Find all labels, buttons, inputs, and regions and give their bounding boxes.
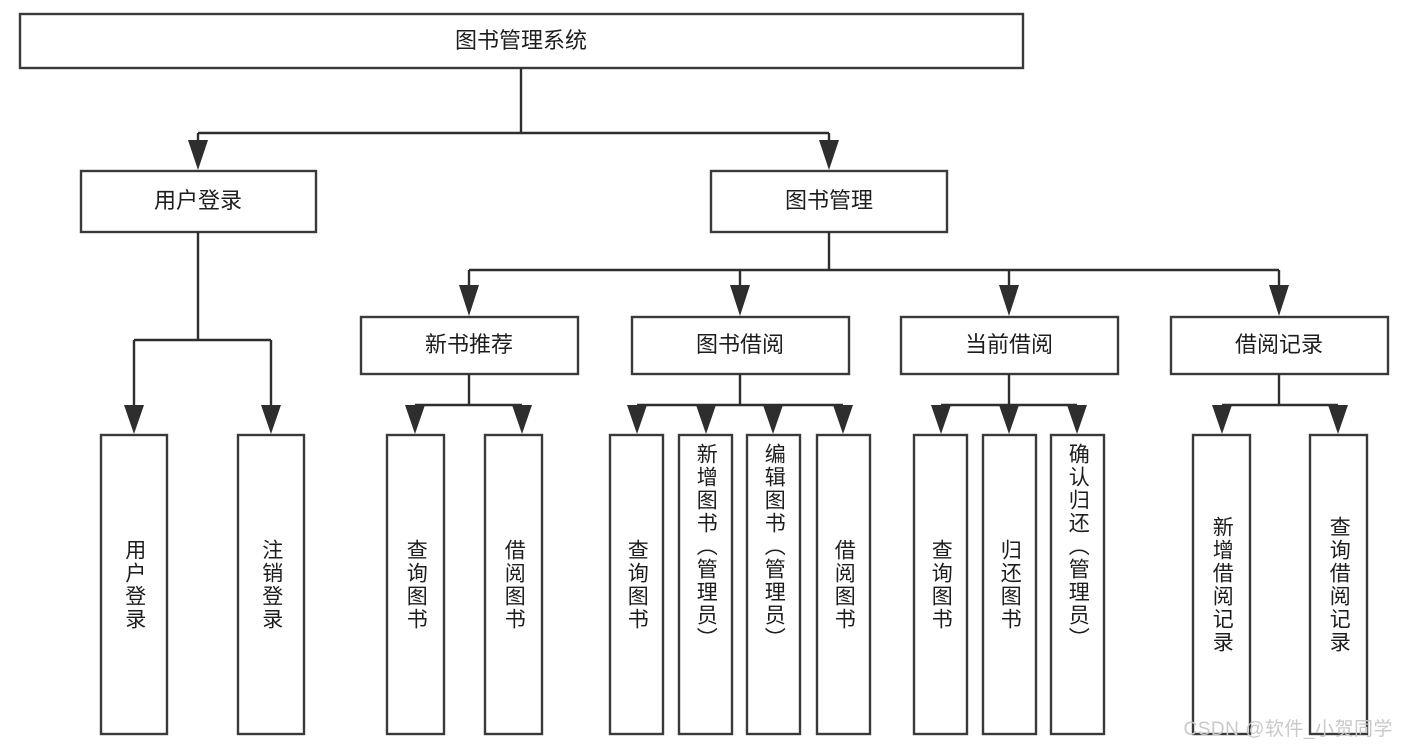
- leaf-box-current-query[interactable]: [912, 433, 969, 736]
- arrowhead-user-login: [188, 140, 208, 170]
- node-new-book-recommend-label: 新书推荐: [425, 332, 513, 357]
- arrowhead-bookborrow-leaf4: [833, 405, 853, 434]
- node-user-login[interactable]: 用户登录: [79, 169, 318, 234]
- node-book-manage-label: 图书管理: [785, 188, 873, 213]
- arrowhead-bookborrow-leaf3: [763, 405, 783, 434]
- leaf-box-newbook-borrow[interactable]: [483, 433, 544, 736]
- arrowhead-book-manage: [819, 140, 839, 170]
- leaf-box-newbook-query[interactable]: [385, 433, 446, 736]
- arrowhead-borrowrecord-leaf1: [1212, 405, 1232, 434]
- node-root-label: 图书管理系统: [455, 28, 587, 53]
- leaf-box-borrow-add[interactable]: [677, 433, 734, 736]
- node-user-login-label: 用户登录: [154, 188, 242, 213]
- node-book-manage[interactable]: 图书管理: [709, 169, 949, 234]
- node-book-borrow[interactable]: 图书借阅: [630, 315, 851, 376]
- leaf-box-borrow-query[interactable]: [608, 433, 665, 736]
- arrowhead-bookborrow-leaf2: [696, 405, 716, 434]
- node-borrow-record[interactable]: 借阅记录: [1169, 315, 1390, 376]
- node-current-borrow-label: 当前借阅: [965, 332, 1053, 357]
- arrowhead-currentborrow-leaf3: [1067, 405, 1087, 434]
- arrowhead-currentborrow-leaf1: [931, 405, 951, 434]
- node-root[interactable]: 图书管理系统: [18, 12, 1025, 70]
- arrowhead-borrowrecord: [1269, 285, 1289, 316]
- arrowhead-newbook-leaf1: [405, 405, 425, 434]
- node-book-borrow-label: 图书借阅: [696, 332, 784, 357]
- arrowhead-borrowrecord-leaf2: [1328, 405, 1348, 434]
- leaf-box-user-login[interactable]: [99, 433, 169, 736]
- node-borrow-record-box: [1169, 315, 1390, 376]
- node-book-manage-box: [709, 169, 949, 234]
- node-root-box: [18, 12, 1025, 70]
- node-current-borrow[interactable]: 当前借阅: [899, 315, 1120, 376]
- leaf-box-current-confirm[interactable]: [1049, 433, 1106, 736]
- arrowhead-newbook: [459, 285, 479, 316]
- node-new-book-recommend[interactable]: 新书推荐: [359, 315, 580, 376]
- leaf-box-record-add[interactable]: [1191, 433, 1252, 736]
- arrowhead-bookborrow: [730, 285, 750, 316]
- leaf-box-borrow-edit[interactable]: [745, 433, 802, 736]
- leaf-box-record-query[interactable]: [1308, 433, 1369, 736]
- leaf-box-current-return[interactable]: [981, 433, 1038, 736]
- arrowhead-bookborrow-leaf1: [627, 405, 647, 434]
- arrowhead-currentborrow: [999, 285, 1019, 316]
- leaf-box-borrow-lend[interactable]: [815, 433, 872, 736]
- node-borrow-record-label: 借阅记录: [1235, 332, 1323, 357]
- node-current-borrow-box: [899, 315, 1120, 376]
- arrowhead-leaf-user-login: [124, 405, 144, 434]
- node-book-borrow-box: [630, 315, 851, 376]
- arrowhead-leaf-logout: [261, 405, 281, 434]
- node-new-book-recommend-box: [359, 315, 580, 376]
- leaf-box-logout[interactable]: [236, 433, 306, 736]
- arrowhead-currentborrow-leaf2: [999, 405, 1019, 434]
- arrowhead-newbook-leaf2: [512, 405, 532, 434]
